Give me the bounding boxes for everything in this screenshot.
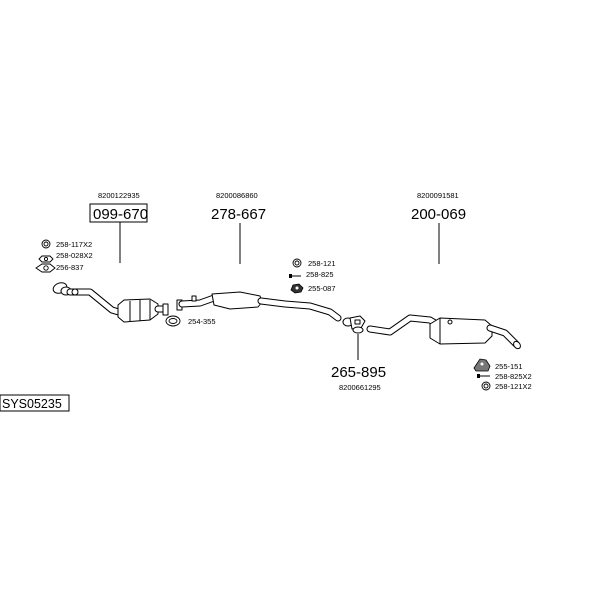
- rear-silencer-drawing: [366, 314, 521, 350]
- accessory-258-825[interactable]: 258-825: [289, 270, 334, 279]
- accessory-255-151[interactable]: 255-151: [473, 358, 523, 372]
- accessory-label: 256-837: [56, 263, 84, 272]
- accessory-label: 258-117X2: [56, 240, 92, 249]
- accessory-258-121[interactable]: 258-121: [292, 258, 336, 268]
- connector-sleeve-drawing: [342, 315, 366, 334]
- system-code-text: SYS05235: [2, 397, 62, 411]
- part-ref-8200091581: 8200091581: [417, 191, 459, 200]
- accessory-label: 258-121: [308, 259, 336, 268]
- accessory-label: 258-825: [306, 270, 334, 279]
- accessory-256-837[interactable]: 256-837: [35, 263, 84, 273]
- system-code-label: SYS05235: [0, 394, 70, 412]
- accessory-255-087[interactable]: 255-087: [290, 283, 336, 294]
- system-code-box: [0, 394, 70, 412]
- accessory-label: 255-151: [495, 362, 523, 371]
- accessory-254-355[interactable]: 254-355: [165, 315, 216, 327]
- part-number-265-895[interactable]: 265-895: [331, 364, 386, 381]
- catalytic-converter-drawing: [52, 282, 169, 323]
- middle-muffler-drawing: [176, 291, 342, 322]
- accessory-label: 255-087: [308, 284, 336, 293]
- part-265-895[interactable]: 265-895 8200661295: [331, 315, 386, 392]
- part-ref-8200086860: 8200086860: [216, 191, 258, 200]
- part-number-box: [89, 203, 148, 223]
- part-099-670[interactable]: 8200122935 099-670: [52, 191, 169, 323]
- accessory-label: 258-825X2: [495, 372, 532, 381]
- part-ref-8200122935: 8200122935: [98, 191, 140, 200]
- accessory-258-121X2[interactable]: 258-121X2: [481, 381, 532, 391]
- accessory-label: 258-028X2: [56, 251, 93, 260]
- part-ref-8200661295: 8200661295: [339, 383, 381, 392]
- part-number-099-670[interactable]: 099-670: [93, 206, 148, 223]
- part-number-200-069[interactable]: 200-069: [411, 206, 466, 223]
- accessory-label: 254-355: [188, 317, 216, 326]
- accessory-258-825X2[interactable]: 258-825X2: [477, 372, 532, 381]
- accessory-258-028X2[interactable]: 258-028X2: [38, 251, 93, 263]
- accessory-258-117X2[interactable]: 258-117X2: [41, 239, 92, 249]
- part-200-069[interactable]: 8200091581 200-069: [366, 191, 522, 350]
- accessory-label: 258-121X2: [495, 382, 532, 391]
- part-278-667[interactable]: 8200086860 278-667: [176, 191, 342, 322]
- part-number-278-667[interactable]: 278-667: [211, 206, 266, 223]
